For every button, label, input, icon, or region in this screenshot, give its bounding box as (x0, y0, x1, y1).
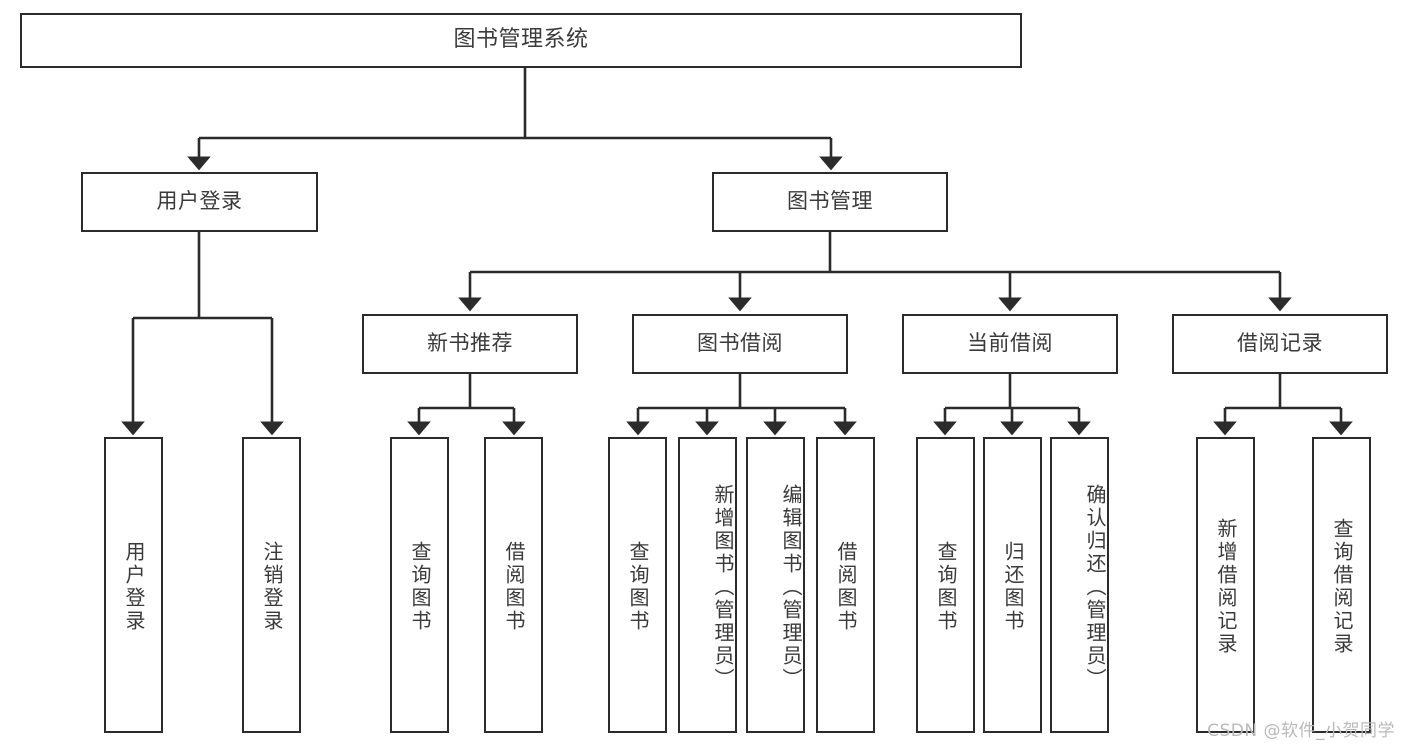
leaf-new-book-query[interactable]: 查询图书 (390, 437, 449, 733)
node-label: 用户登录 (156, 189, 243, 214)
leaf-user-login-login[interactable]: 用户登录 (104, 437, 163, 733)
node-label: 新增借阅记录 (1214, 518, 1238, 656)
node-borrow-record[interactable]: 借阅记录 (1172, 314, 1388, 374)
node-label: 新增图书（管理员） (711, 483, 735, 691)
node-root-system[interactable]: 图书管理系统 (20, 13, 1022, 68)
leaf-borrow-record-query[interactable]: 查询借阅记录 (1312, 437, 1371, 733)
node-label: 借阅图书 (834, 541, 858, 633)
node-label: 查询图书 (626, 541, 650, 633)
node-label: 图书借阅 (697, 331, 783, 356)
node-label: 确认归还（管理员） (1083, 483, 1107, 691)
leaf-new-book-borrow[interactable]: 借阅图书 (484, 437, 543, 733)
node-current-borrow[interactable]: 当前借阅 (902, 314, 1118, 374)
node-new-book-recommend[interactable]: 新书推荐 (362, 314, 578, 374)
leaf-current-borrow-confirm-return[interactable]: 确认归还（管理员） (1050, 437, 1109, 733)
leaf-book-borrow-edit[interactable]: 编辑图书（管理员） (746, 437, 805, 733)
node-user-login[interactable]: 用户登录 (81, 172, 318, 232)
node-label: 图书管理 (787, 189, 873, 214)
node-label: 编辑图书（管理员） (779, 483, 803, 691)
node-label: 借阅记录 (1237, 331, 1323, 356)
leaf-borrow-record-add[interactable]: 新增借阅记录 (1196, 437, 1255, 733)
leaf-book-borrow-add[interactable]: 新增图书（管理员） (678, 437, 737, 733)
leaf-current-borrow-return[interactable]: 归还图书 (983, 437, 1042, 733)
node-book-borrow[interactable]: 图书借阅 (632, 314, 848, 374)
node-label: 注销登录 (260, 541, 284, 633)
leaf-current-borrow-query[interactable]: 查询图书 (916, 437, 975, 733)
leaf-user-login-logout[interactable]: 注销登录 (242, 437, 301, 733)
leaf-book-borrow-query[interactable]: 查询图书 (608, 437, 667, 733)
node-label: 用户登录 (122, 541, 146, 633)
node-label: 新书推荐 (427, 331, 513, 356)
node-label: 图书管理系统 (453, 27, 589, 53)
node-label: 归还图书 (1001, 541, 1025, 633)
leaf-book-borrow-borrow[interactable]: 借阅图书 (816, 437, 875, 733)
node-label: 查询图书 (934, 541, 958, 633)
node-label: 当前借阅 (967, 331, 1053, 356)
node-label: 借阅图书 (502, 541, 526, 633)
node-book-management[interactable]: 图书管理 (712, 172, 948, 232)
node-label: 查询借阅记录 (1330, 518, 1354, 656)
watermark: CSDN @软件_小贺同学 (1207, 721, 1395, 741)
node-label: 查询图书 (408, 541, 432, 633)
